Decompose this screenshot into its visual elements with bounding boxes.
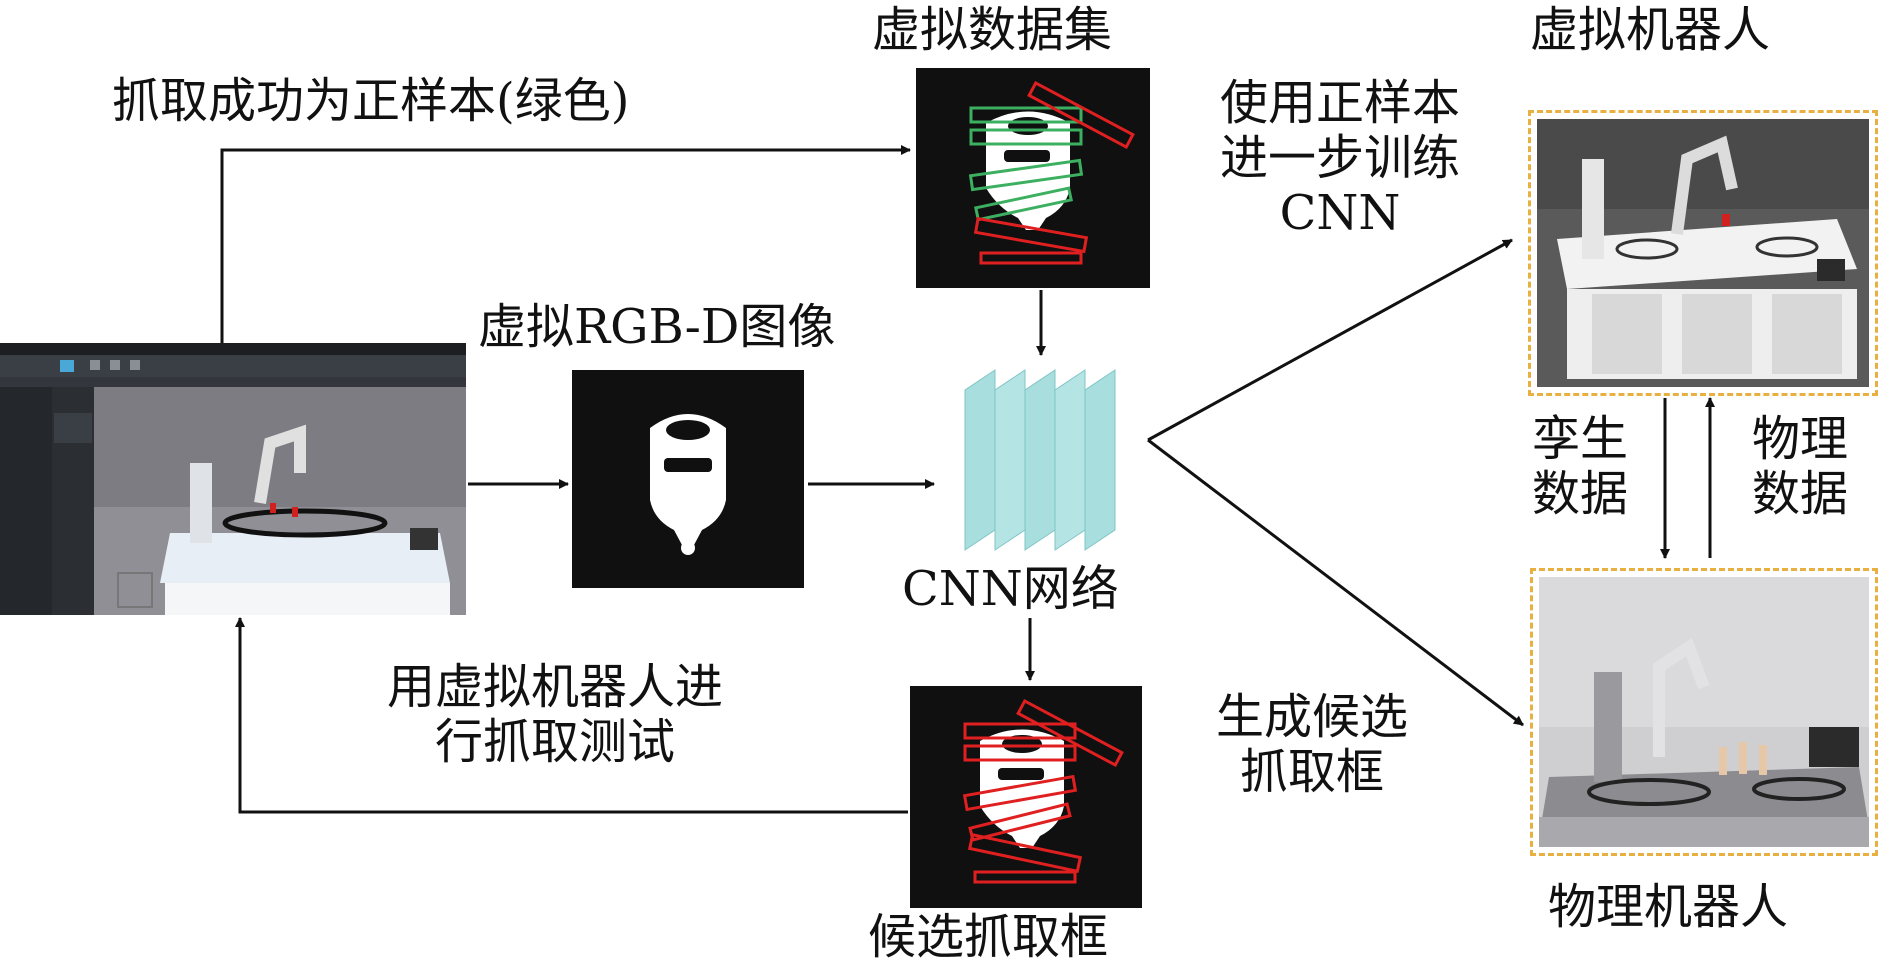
virtual-dataset-image (916, 68, 1150, 288)
train-cnn-note: 使用正样本 进一步训练 CNN (1170, 75, 1510, 242)
simulator-illustration (0, 343, 466, 615)
positive-samples-label: 抓取成功为正样本(绿色) (112, 73, 630, 129)
twin-data-line2: 数据 (1531, 466, 1628, 523)
virtual-robot-render (1537, 119, 1869, 387)
train-note-line1: 使用正样本 (1219, 75, 1460, 131)
gen-note-line1: 生成候选 (1215, 689, 1408, 745)
cnn-network-icon (955, 360, 1135, 560)
arrow-sim-to-dataset (220, 145, 911, 343)
arrow-cnn-to-physical-robot (1147, 438, 1524, 727)
candidate-grasp-boxes (962, 698, 1124, 884)
virtual-grasp-test-note: 用虚拟机器人进 行抓取测试 (305, 659, 805, 771)
object-depth-silhouette (650, 414, 726, 555)
candidate-boxes-image (910, 686, 1142, 908)
virtual-dataset-title: 虚拟数据集 (872, 2, 1113, 58)
simulator-screenshot (0, 343, 466, 615)
physical-data-line2: 数据 (1751, 466, 1848, 523)
train-note-line3: CNN (1279, 185, 1401, 242)
physical-robot-photo (1539, 577, 1869, 847)
virtual-rgbd-title: 虚拟RGB-D图像 (478, 299, 836, 355)
test-note-line2: 行抓取测试 (434, 714, 675, 771)
virtual-robot-title: 虚拟机器人 (1530, 2, 1771, 58)
physical-data-label: 物理 数据 (1730, 411, 1870, 523)
positive-grasp-boxes (968, 80, 1135, 265)
cnn-layers (964, 369, 1116, 551)
train-note-line2: 进一步训练 (1219, 130, 1460, 187)
generate-candidates-note: 生成候选 抓取框 (1172, 689, 1452, 801)
twin-data-line1: 孪生 (1531, 411, 1628, 467)
twin-data-label: 孪生 数据 (1510, 411, 1650, 523)
physical-data-line1: 物理 (1751, 411, 1848, 467)
physical-robot-frame (1530, 568, 1878, 856)
virtual-robot-frame (1528, 110, 1878, 396)
gen-note-line2: 抓取框 (1239, 744, 1384, 801)
candidate-boxes-title: 候选抓取框 (868, 909, 1109, 965)
arrow-candidate-to-sim (235, 617, 908, 814)
cnn-network-label: CNN网络 (902, 561, 1119, 617)
physical-robot-title: 物理机器人 (1548, 879, 1789, 935)
test-note-line1: 用虚拟机器人进 (386, 659, 723, 715)
arrow-cnn-to-virtual-robot (1147, 238, 1513, 442)
virtual-rgbd-image (572, 370, 804, 588)
